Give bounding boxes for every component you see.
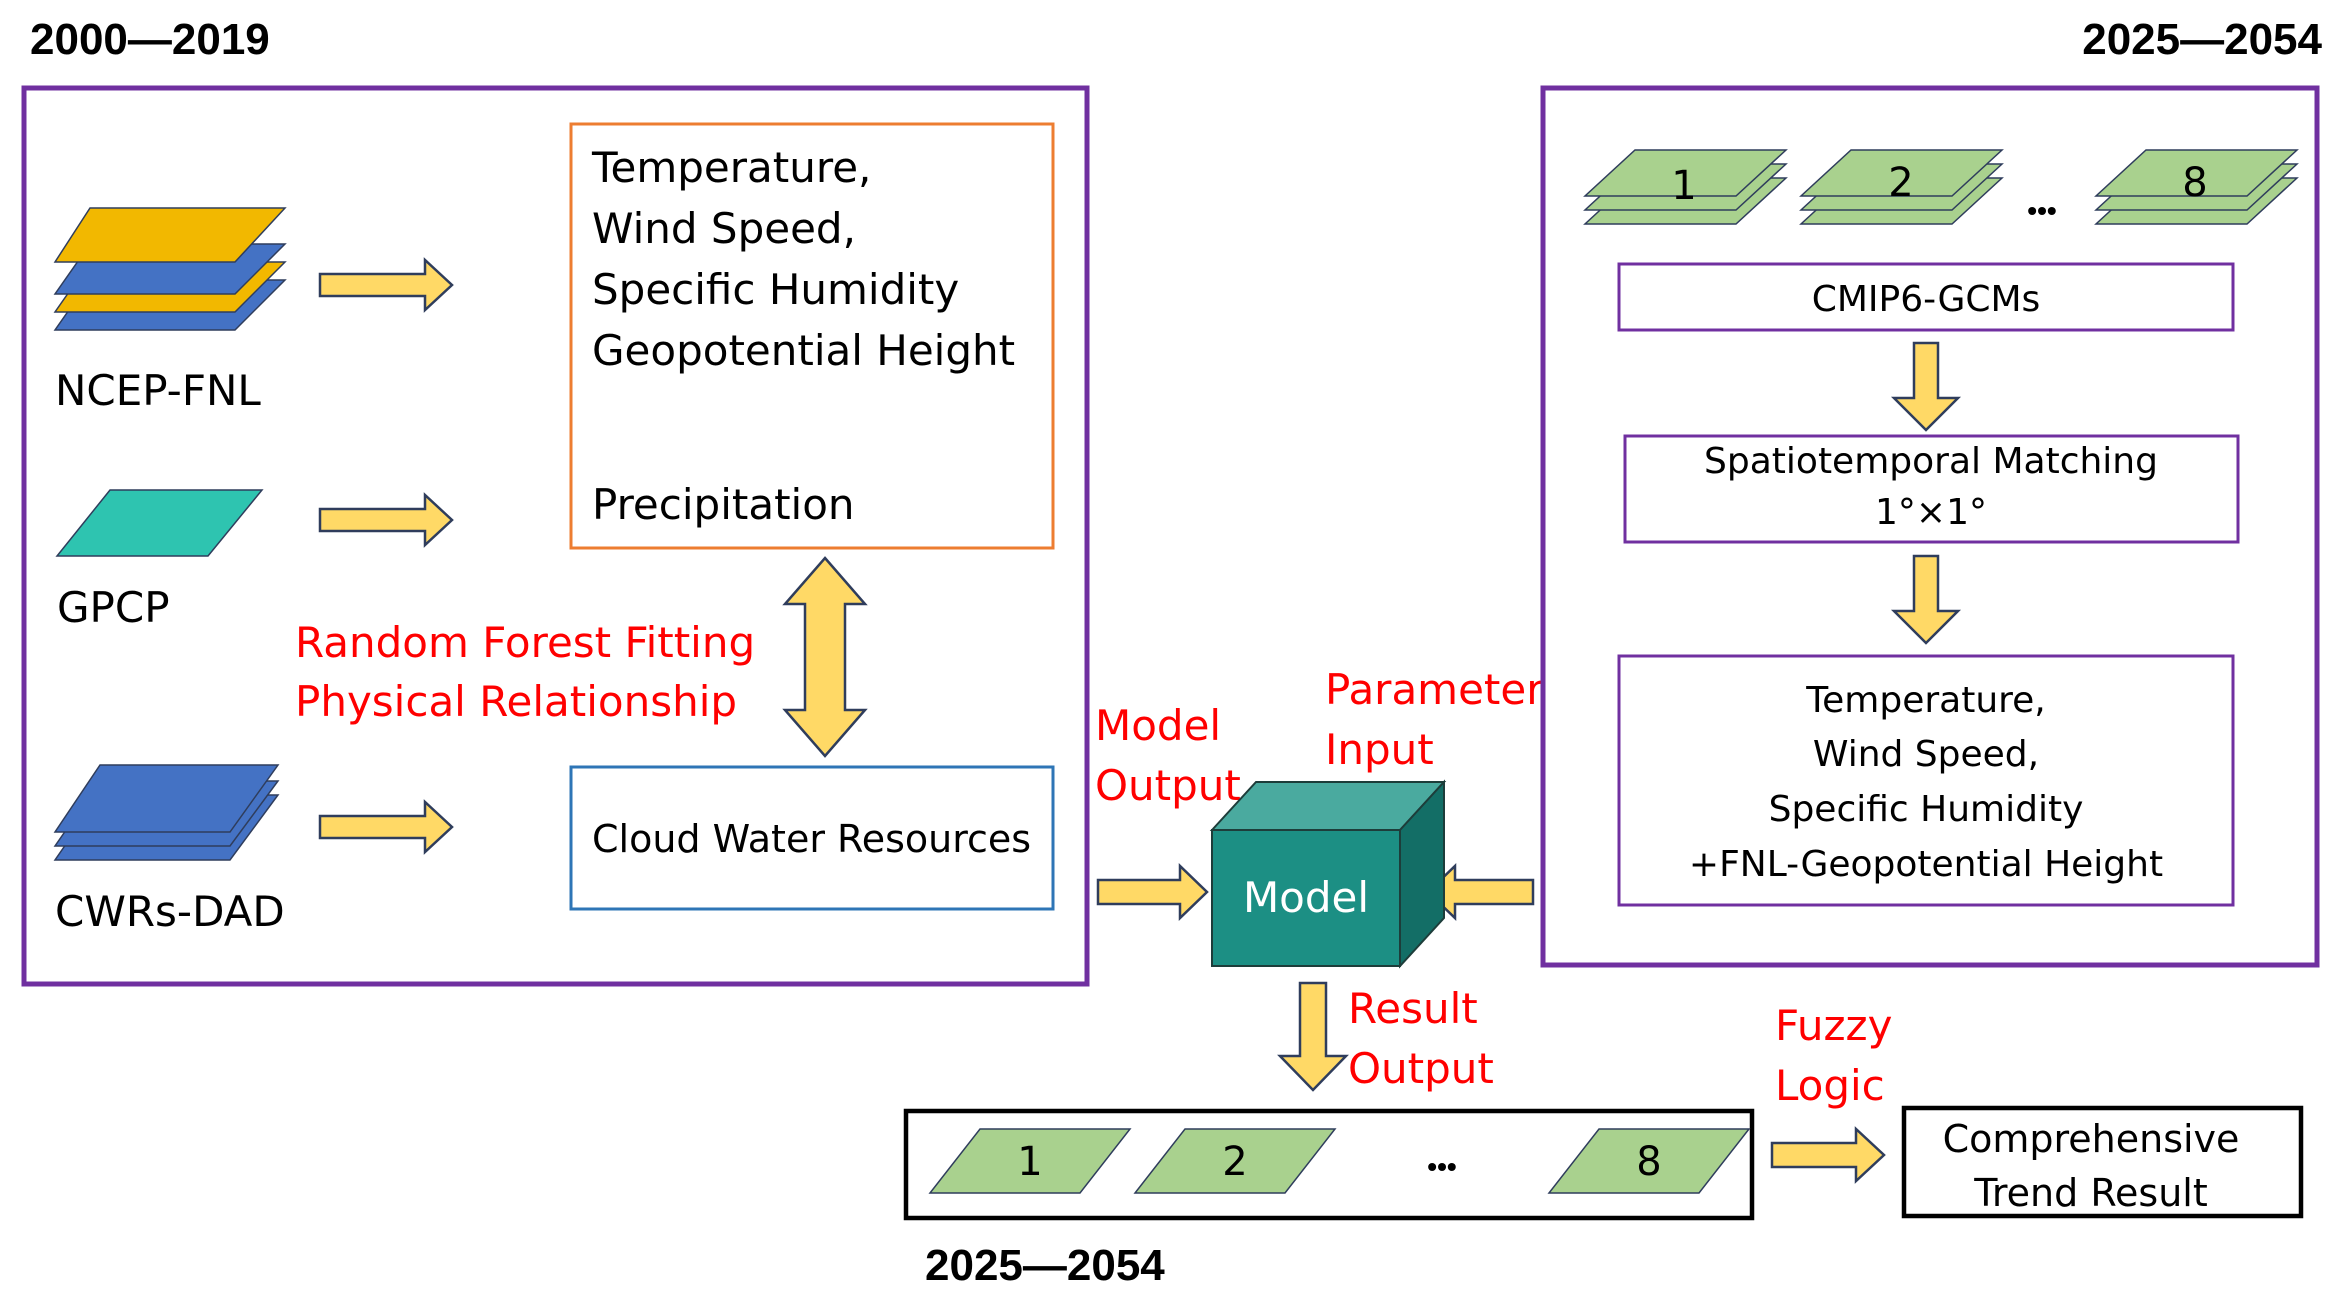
- trend-result-line2: Trend Result: [1973, 1171, 2208, 1215]
- future-variable-specific-humidity: Specific Humidity: [1769, 789, 2084, 830]
- model-label: Model: [1243, 873, 1369, 922]
- variable-wind-speed: Wind Speed,: [592, 204, 856, 253]
- cmip6-to-matching-arrow-icon: [1890, 341, 1962, 432]
- gcm-ellipsis: •••: [2027, 195, 2056, 226]
- period-future-top-title: 2025—2054: [2082, 15, 2322, 64]
- rf-label-line2: Physical Relationship: [295, 677, 737, 726]
- gpcp-label: GPCP: [57, 583, 170, 632]
- result-label-8: 8: [1636, 1139, 1661, 1185]
- fuzzy-logic-line2: Logic: [1775, 1061, 1885, 1110]
- cmip6-title: CMIP6-GCMs: [1812, 279, 2041, 320]
- variable-precipitation: Precipitation: [592, 480, 855, 529]
- variable-temperature: Temperature,: [591, 143, 871, 192]
- gcm-layer-label-2: 2: [1888, 160, 1913, 206]
- cwrs-arrow-icon: [318, 799, 454, 855]
- rf-label-line1: Random Forest Fitting: [295, 618, 755, 667]
- future-variables-box: [1617, 654, 2235, 907]
- model-output-line1: Model: [1095, 701, 1221, 750]
- results-frame: [903, 1108, 1755, 1221]
- period-historical-title: 2000—2019: [30, 15, 270, 64]
- matching-line2: 1°×1°: [1875, 492, 1987, 533]
- cmip6-box: [1617, 262, 2235, 332]
- result-layer-1-icon: [928, 1128, 1132, 1194]
- model-output-arrow-icon: [1096, 863, 1209, 921]
- trend-result-box: [1901, 1105, 2304, 1219]
- result-output-line1: Result: [1348, 984, 1478, 1033]
- cloud-water-box: [569, 765, 1055, 911]
- ncep-label: NCEP-FNL: [55, 366, 261, 415]
- variables-box: [569, 122, 1055, 550]
- result-layer-8-icon: [1547, 1128, 1751, 1194]
- gpcp-arrow-icon: [318, 492, 454, 548]
- matching-box: [1623, 434, 2240, 544]
- historical-frame: [21, 85, 1090, 987]
- gcm-layer-stack-2-icon: [1799, 149, 2004, 225]
- result-ellipsis: •••: [1427, 1151, 1456, 1182]
- gpcp-layer-icon: [55, 489, 264, 557]
- gcm-layer-stack-8-icon: [2094, 149, 2299, 225]
- ncep-layers-icon: [53, 207, 287, 331]
- trend-result-line1: Comprehensive: [1943, 1117, 2240, 1161]
- future-frame: [1540, 85, 2320, 968]
- double-arrow-icon: [782, 556, 868, 758]
- future-variable-wind-speed: Wind Speed,: [1813, 734, 2039, 775]
- result-output-line2: Output: [1348, 1044, 1494, 1093]
- future-variable-geopotential-height: +FNL-Geopotential Height: [1689, 844, 2163, 885]
- parameter-input-line2: Input: [1325, 725, 1434, 774]
- fuzzy-arrow-icon: [1770, 1126, 1886, 1184]
- fuzzy-logic-line1: Fuzzy: [1775, 1001, 1892, 1050]
- cwrs-layers-icon: [53, 764, 280, 861]
- cloud-water-label: Cloud Water Resources: [592, 817, 1031, 861]
- variable-geopotential-height: Geopotential Height: [592, 326, 1015, 375]
- gcm-layer-label-8: 8: [2182, 160, 2207, 206]
- variable-specific-humidity: Specific Humidity: [592, 265, 959, 314]
- result-label-2: 2: [1222, 1139, 1247, 1185]
- result-label-1: 1: [1017, 1139, 1042, 1185]
- matching-line1: Spatiotemporal Matching: [1704, 441, 2158, 482]
- gcm-layer-stack-1-icon: [1583, 149, 1788, 225]
- result-layer-2-icon: [1133, 1128, 1337, 1194]
- model-cube-icon: [1209, 779, 1447, 969]
- gcm-layer-label-1: 1: [1671, 163, 1696, 209]
- cwrs-label: CWRs-DAD: [55, 887, 285, 936]
- parameter-input-line1: Parameter: [1325, 665, 1544, 714]
- matching-to-vars-arrow-icon: [1890, 554, 1962, 645]
- ncep-arrow-icon: [318, 257, 454, 313]
- future-variable-temperature: Temperature,: [1805, 680, 2045, 721]
- period-future-bottom-title: 2025—2054: [925, 1241, 1165, 1290]
- result-output-arrow-icon: [1277, 981, 1349, 1092]
- model-output-line2: Output: [1095, 761, 1241, 810]
